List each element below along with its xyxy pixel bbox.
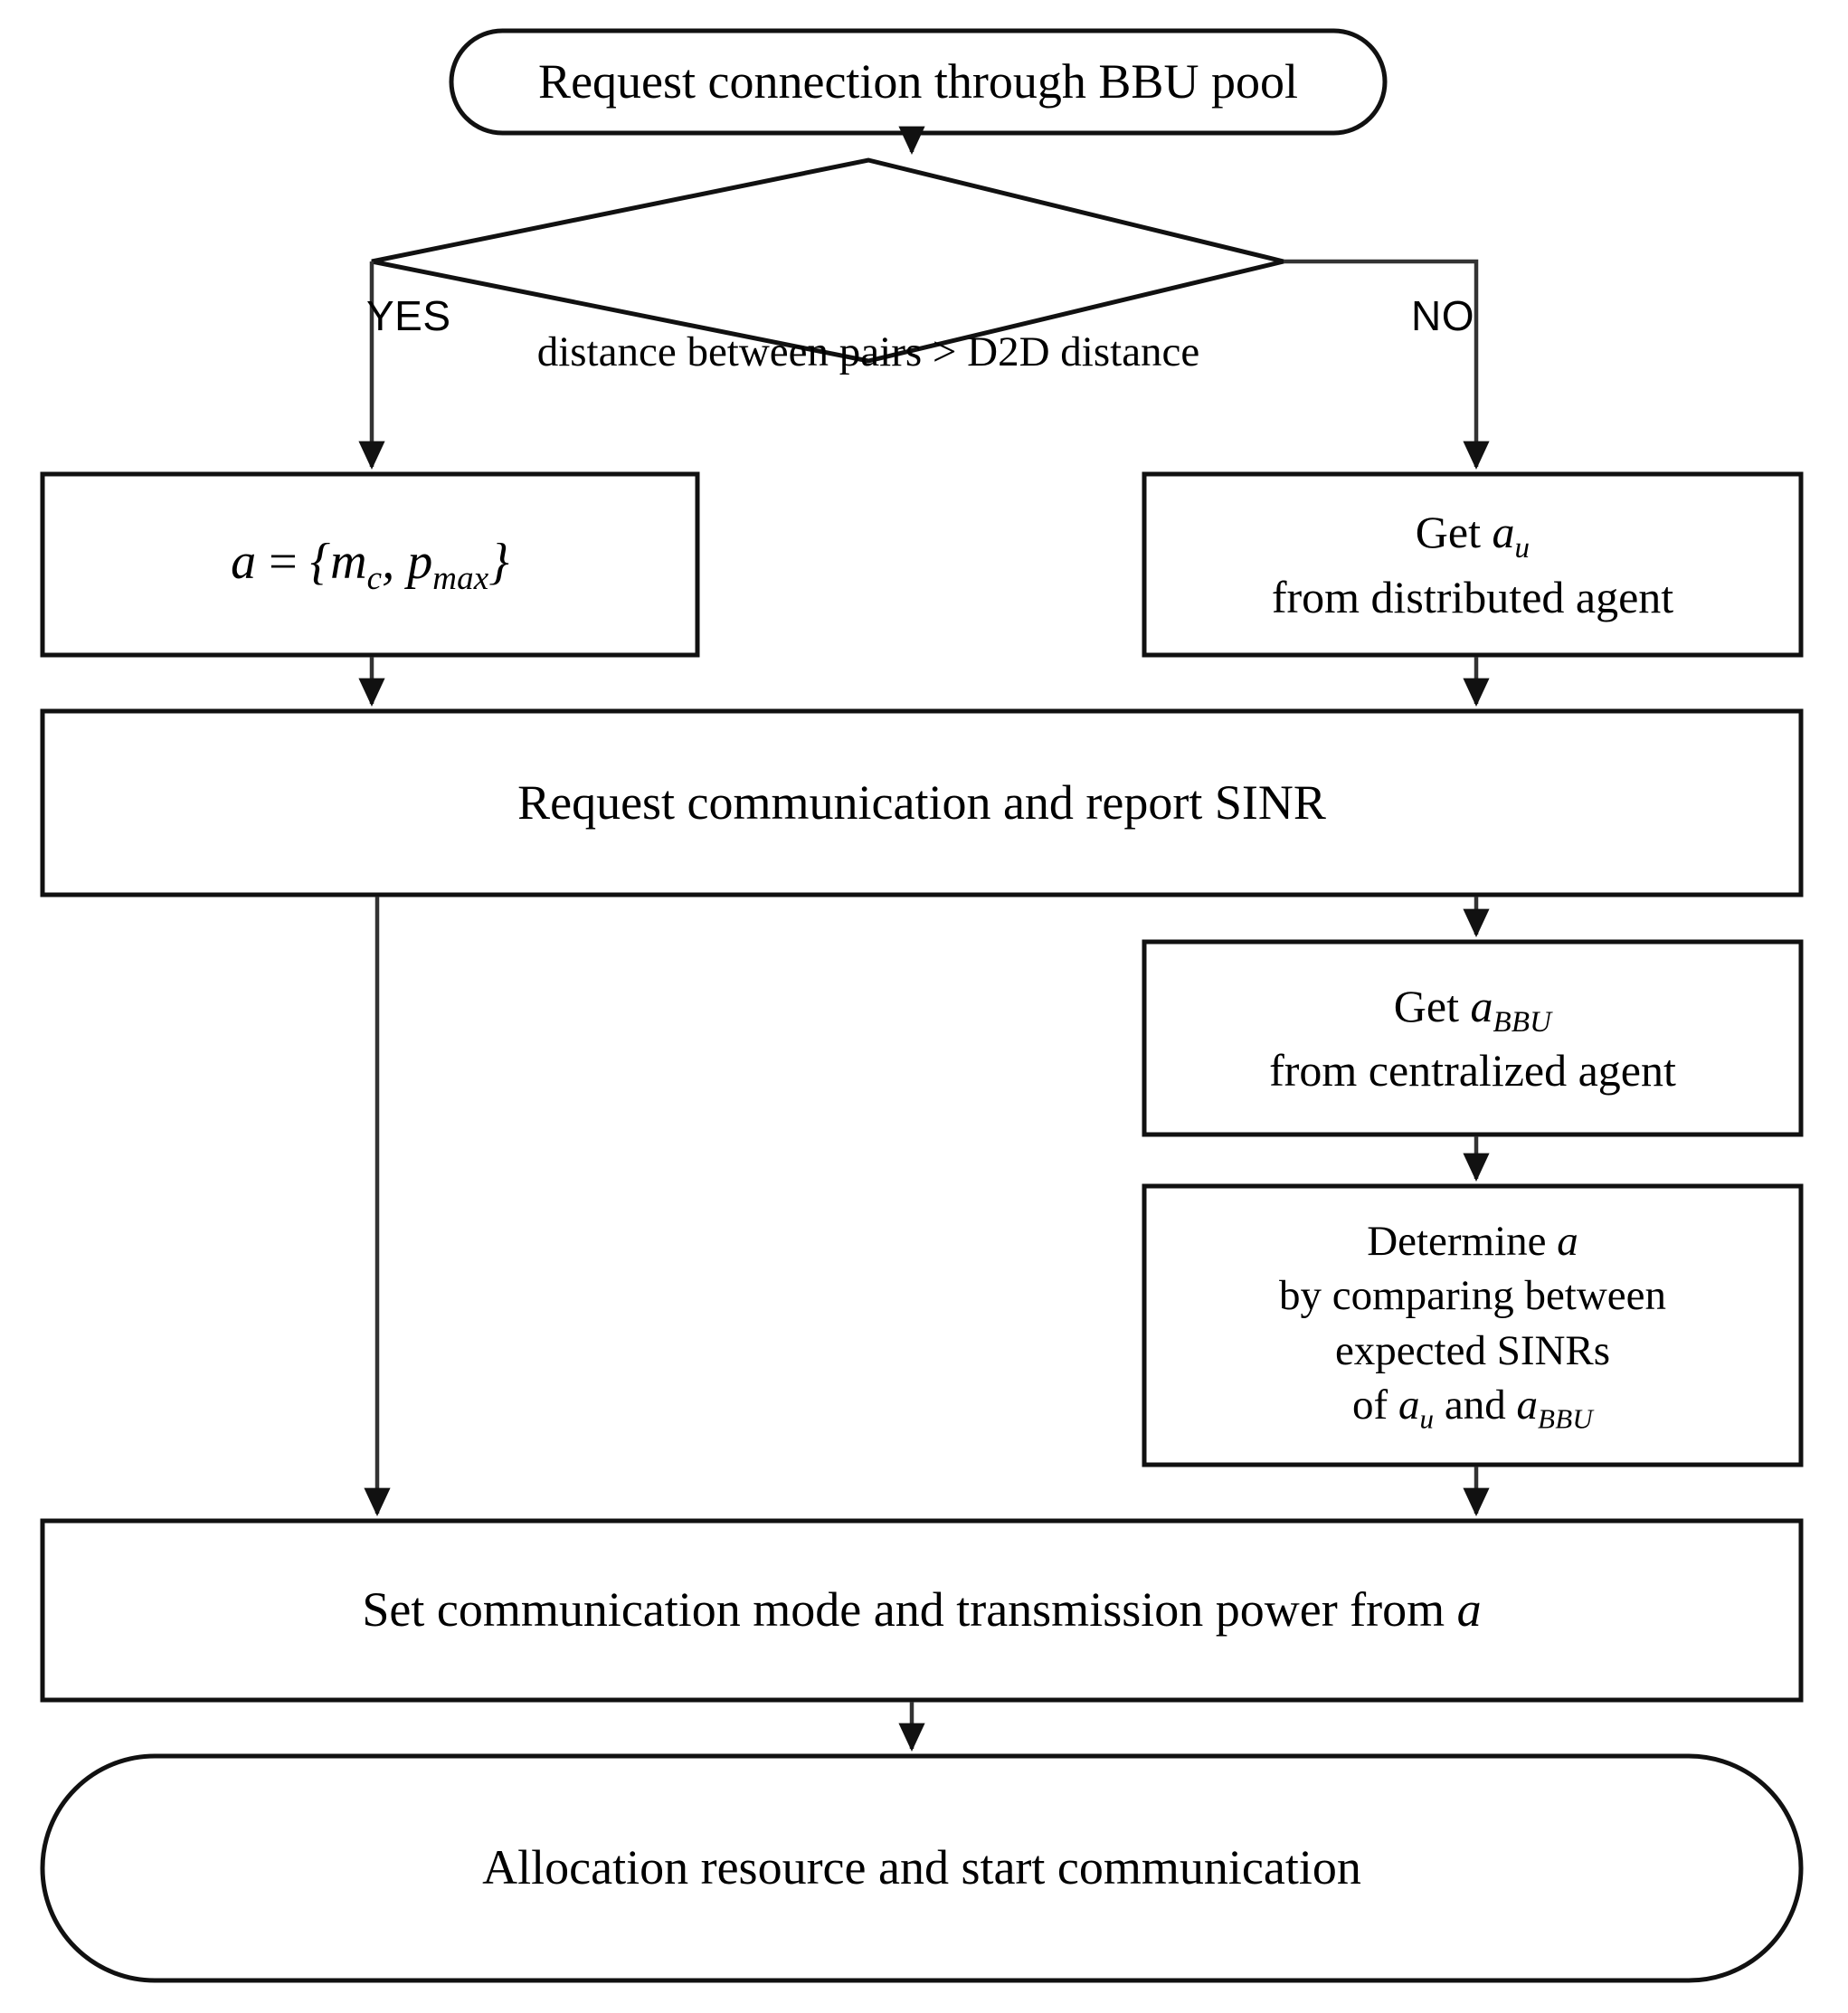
edge-label-yes: YES — [366, 292, 451, 339]
node-set-mode-shape — [40, 1518, 1804, 1703]
node-determine-a-shape — [1142, 1183, 1804, 1467]
edge-label-no: NO — [1411, 292, 1474, 339]
node-decision-shape — [371, 157, 1284, 364]
node-request-sinr-shape — [40, 708, 1804, 897]
node-start-shape — [449, 28, 1388, 136]
node-get-au-shape — [1142, 471, 1804, 658]
node-end-shape — [40, 1753, 1804, 1983]
node-assign-action-shape — [40, 471, 700, 658]
edge-decision-no-to-get-au — [1284, 259, 1490, 470]
decision-condition-left: distance between pairs — [536, 328, 923, 375]
node-get-abbu-shape — [1142, 939, 1804, 1137]
node-decision-label: distance between pairs > D2D distance — [507, 328, 1230, 376]
decision-condition-operator: > — [932, 328, 957, 375]
decision-condition-right: D2D distance — [967, 328, 1200, 375]
